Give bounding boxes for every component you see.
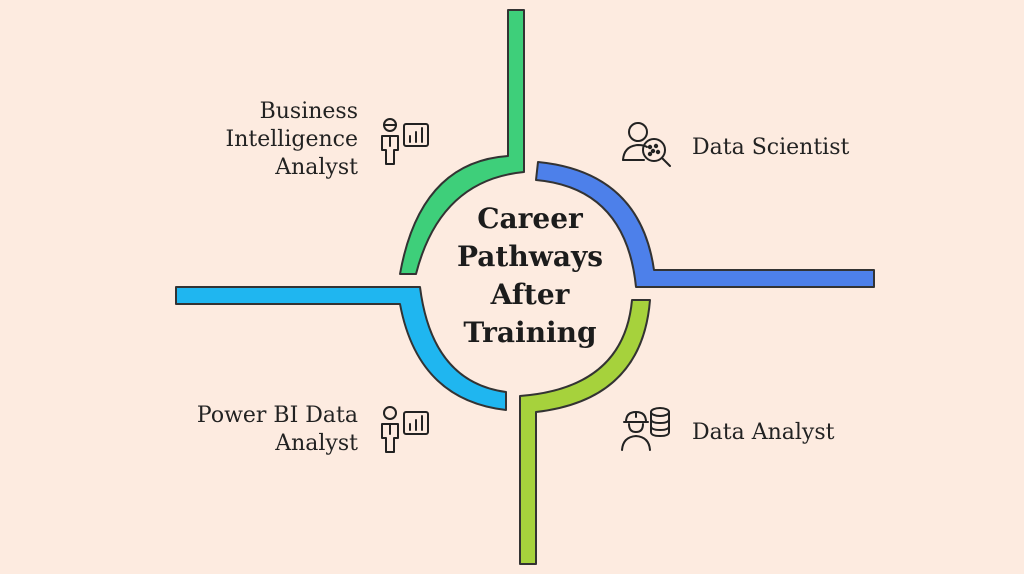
label-line: Power BI Data: [196, 403, 358, 428]
center-title-line: Training: [463, 316, 597, 349]
blue-pathway-band: [535, 161, 875, 288]
label-business-intelligence-analyst: Business Intelligence Analyst: [226, 98, 358, 182]
center-title: Career Pathways After Training: [430, 200, 630, 352]
label-line: Data Analyst: [692, 420, 835, 445]
label-line: Analyst: [275, 155, 358, 180]
label-line: Intelligence: [225, 127, 358, 152]
person-magnifier-icon: [622, 122, 671, 167]
label-power-bi-data-analyst: Power BI Data Analyst: [197, 402, 358, 458]
label-line: Analyst: [275, 431, 358, 456]
green-pathway-band: [399, 9, 525, 275]
label-data-scientist: Data Scientist: [692, 134, 849, 162]
presenter-chart-icon: [381, 406, 429, 453]
center-title-line: Career: [477, 202, 583, 235]
label-line: Data Scientist: [692, 135, 850, 160]
worker-database-icon: [621, 407, 670, 451]
label-data-analyst: Data Analyst: [692, 419, 834, 447]
lime-pathway-band: [519, 299, 651, 565]
label-line: Business: [259, 99, 358, 124]
cyan-pathway-band: [175, 286, 507, 411]
center-title-line: After: [490, 278, 570, 311]
center-title-line: Pathways: [456, 240, 603, 273]
presenter-chart-icon: [381, 118, 429, 165]
